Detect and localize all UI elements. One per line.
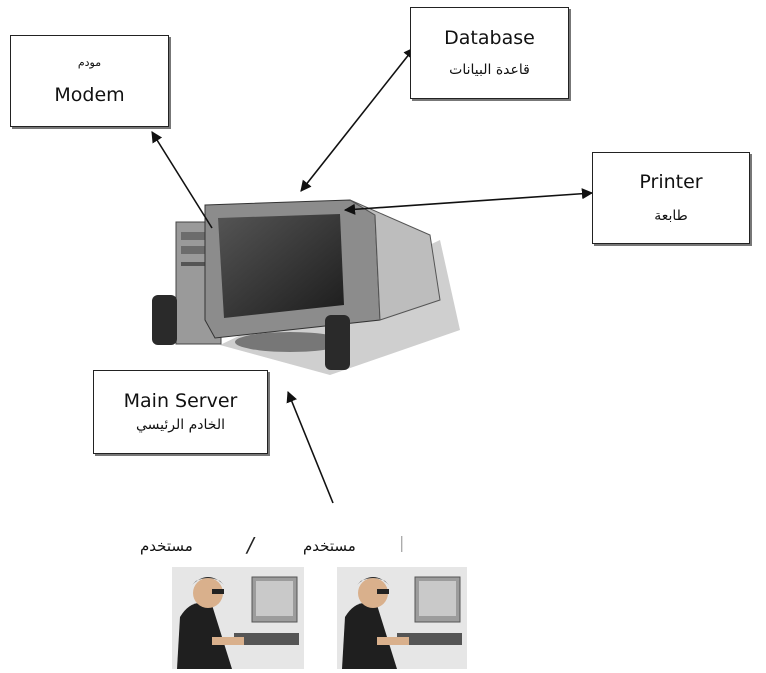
link-server-printer — [343, 188, 594, 215]
main-server-label-ar: الخادم الرئيسي — [136, 416, 225, 433]
modem-label-ar: مودم — [77, 55, 102, 69]
user-label: مستخدم — [303, 537, 356, 555]
link-server-modem — [151, 131, 213, 229]
modem-node: مودم Modem — [10, 35, 169, 127]
link-users-server — [286, 390, 334, 504]
modem-label-en: Modem — [54, 83, 125, 106]
printer-label-ar: طابعة — [654, 207, 688, 224]
main-server-label-en: Main Server — [123, 389, 238, 412]
link-server-database — [300, 47, 415, 192]
main-server-node: Main Server الخادم الرئيسي — [93, 370, 268, 454]
user-at-computer-icon — [337, 567, 467, 669]
printer-label-en: Printer — [639, 170, 703, 193]
separator-mark: | — [399, 533, 405, 552]
user-label: مستخدم — [140, 537, 193, 555]
database-label-en: Database — [444, 26, 535, 49]
computer-workstation-icon — [152, 199, 460, 375]
separator-slash: / — [247, 533, 254, 557]
database-label-ar: قاعدة البيانات — [449, 61, 530, 78]
printer-node: Printer طابعة — [592, 152, 750, 244]
database-node: Database قاعدة البيانات — [410, 7, 569, 99]
user-at-computer-icon — [172, 567, 304, 669]
